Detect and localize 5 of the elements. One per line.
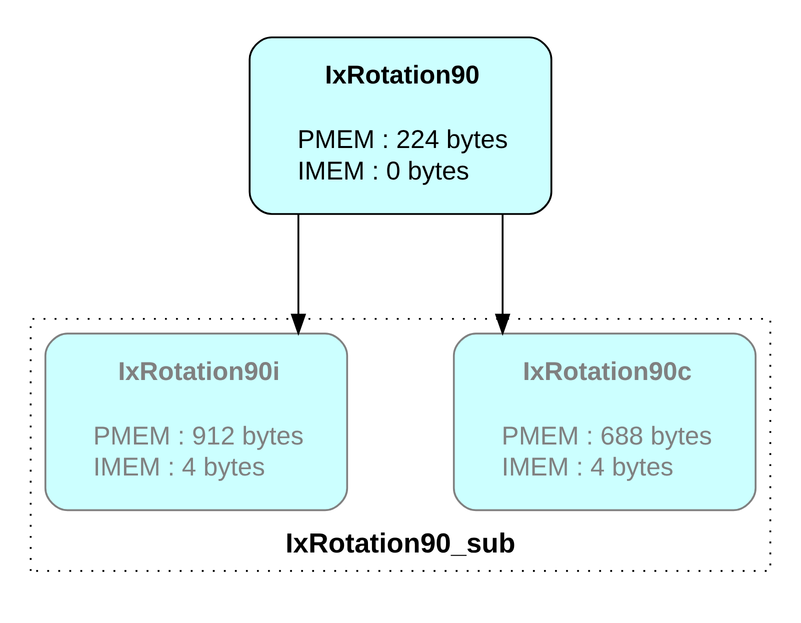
node-box: IxRotation90c PMEM : 688 bytes IMEM : 4 bytes [452, 332, 757, 512]
arrow [290, 214, 306, 336]
node-box: IxRotation90i PMEM : 912 bytes IMEM : 4 bytes [44, 332, 348, 512]
arrow [494, 214, 510, 336]
node-box: IxRotation90 PMEM : 224 bytes IMEM : 0 bytes [248, 36, 552, 215]
